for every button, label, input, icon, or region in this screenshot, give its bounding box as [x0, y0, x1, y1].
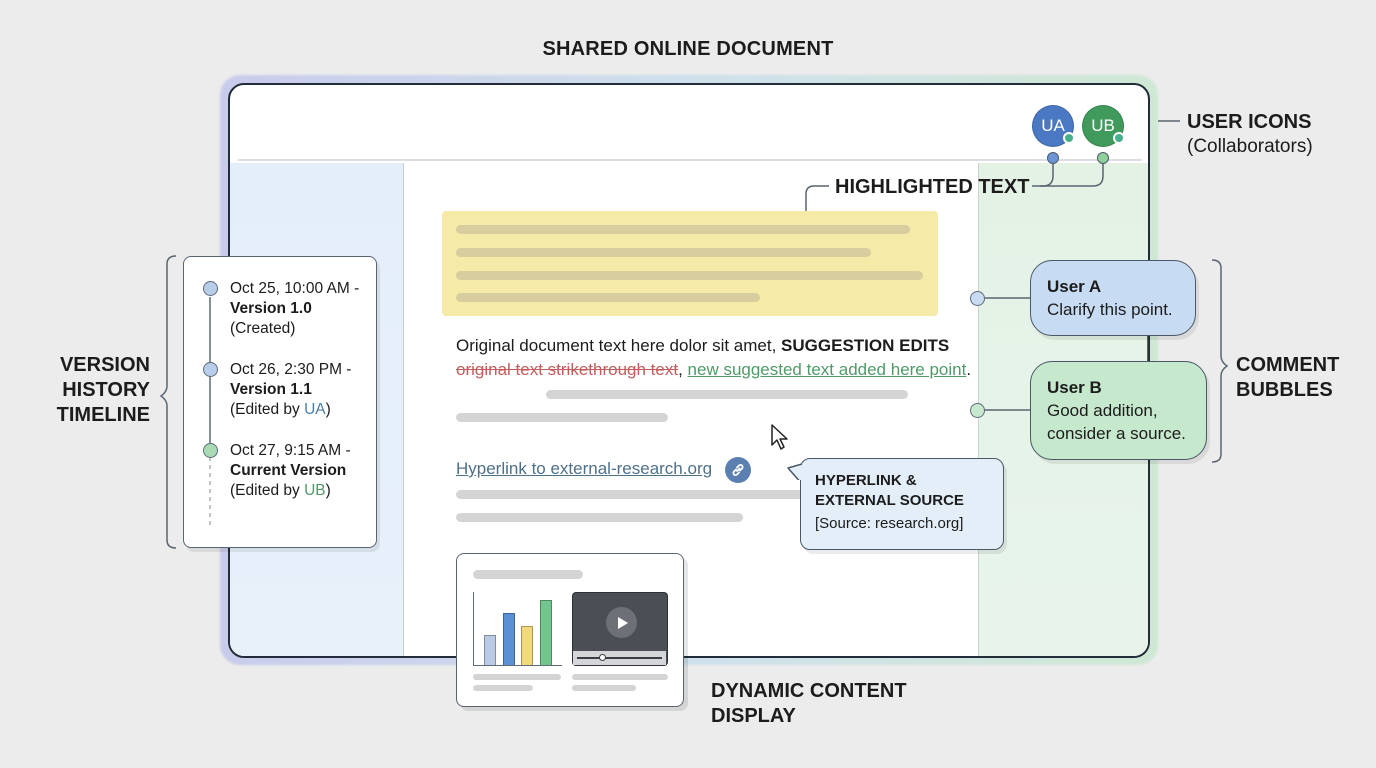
deleted-text[interactable]: original text strikethrough text — [456, 360, 679, 379]
label-line: DYNAMIC CONTENT — [711, 680, 907, 702]
placeholder-text-line — [473, 685, 533, 691]
version-entry-1[interactable]: Oct 25, 10:00 AM - Version 1.0 (Created) — [230, 279, 359, 339]
link-icon[interactable] — [725, 457, 751, 483]
note-text: (Edited by — [230, 401, 305, 418]
callout-pointer — [787, 463, 803, 480]
bar-chart-icon[interactable] — [473, 592, 562, 666]
play-icon[interactable] — [606, 607, 637, 638]
editor-initials: UA — [304, 401, 326, 418]
user-icons-sublabel: (Collaborators) — [1187, 136, 1313, 157]
hyperlink-callout: HYPERLINK & EXTERNAL SOURCE [Source: res… — [800, 458, 1004, 550]
placeholder-text-line — [456, 413, 668, 422]
version-node-icon[interactable] — [203, 443, 218, 458]
label-line: HISTORY — [62, 379, 150, 401]
highlighted-text-block[interactable] — [442, 211, 938, 316]
highlighted-line — [456, 271, 923, 280]
version-history-label: VERSION HISTORY TIMELINE — [40, 353, 150, 428]
video-player[interactable] — [572, 592, 668, 666]
placeholder-text-line — [473, 674, 561, 680]
comment-author: User A — [1047, 277, 1102, 296]
dynamic-content-label: DYNAMIC CONTENT DISPLAY — [711, 679, 907, 729]
callout-heading: EXTERNAL SOURCE — [815, 492, 964, 509]
highlighted-text-label: HIGHLIGHTED TEXT — [835, 176, 1030, 198]
suggestion-paragraph[interactable]: Original document text here dolor sit am… — [456, 334, 976, 382]
version-note: (Created) — [230, 320, 296, 337]
punctuation: . — [966, 360, 972, 379]
highlighted-line — [456, 293, 760, 302]
label-line: DISPLAY — [711, 705, 796, 727]
editor-initials: UB — [304, 482, 326, 499]
avatar-user-b[interactable]: UB — [1082, 105, 1125, 147]
avatar-initials: UA — [1041, 116, 1065, 135]
online-status-icon — [1113, 132, 1125, 144]
comment-bubble-user-b[interactable]: User B Good addition, consider a source. — [1030, 361, 1207, 460]
chart-bar — [540, 600, 552, 665]
video-progress-bar[interactable] — [573, 651, 666, 665]
note-text: ) — [325, 482, 331, 499]
online-status-icon — [1063, 132, 1075, 144]
document-toolbar — [238, 93, 1142, 161]
placeholder-title-line — [473, 570, 583, 579]
version-timestamp: Oct 25, 10:00 AM - — [230, 280, 360, 297]
comment-text: Good addition, — [1047, 401, 1158, 420]
version-timestamp: Oct 27, 9:15 AM - — [230, 442, 351, 459]
connector-pin-a — [1047, 152, 1059, 164]
version-node-icon[interactable] — [203, 281, 218, 296]
comment-anchor-icon[interactable] — [970, 291, 985, 306]
mouse-cursor-icon — [771, 424, 788, 450]
version-note: (Edited by UA) — [230, 400, 351, 420]
comment-anchor-icon[interactable] — [970, 403, 985, 418]
avatar-initials: UB — [1091, 116, 1115, 135]
diagram-title: SHARED ONLINE DOCUMENT — [542, 38, 834, 60]
highlighted-line — [456, 225, 910, 234]
user-icons-label: USER ICONS — [1187, 111, 1312, 133]
placeholder-text-line — [572, 674, 668, 680]
callout-source: [Source: research.org] — [815, 515, 964, 532]
comment-author: User B — [1047, 378, 1102, 397]
version-name: Version 1.1 — [230, 381, 312, 398]
version-node-icon[interactable] — [203, 362, 218, 377]
label-line: COMMENT — [1236, 354, 1340, 376]
version-entry-3[interactable]: Oct 27, 9:15 AM - Current Version (Edite… — [230, 441, 351, 501]
version-name: Version 1.0 — [230, 300, 312, 317]
chart-bar — [503, 613, 515, 665]
comment-bubbles-label: COMMENT BUBBLES — [1236, 353, 1339, 403]
label-line: VERSION — [59, 354, 150, 376]
placeholder-text-line — [456, 513, 743, 522]
version-entry-2[interactable]: Oct 26, 2:30 PM - Version 1.1 (Edited by… — [230, 360, 351, 420]
placeholder-text-line — [456, 490, 806, 499]
user-icons-annotation: USER ICONS (Collaborators) — [1187, 110, 1313, 159]
highlighted-line — [456, 248, 871, 257]
inserted-text[interactable]: new suggested text added here point — [687, 360, 967, 379]
placeholder-text-line — [546, 390, 908, 399]
connector-pin-b — [1097, 152, 1109, 164]
avatar-user-a[interactable]: UA — [1032, 105, 1075, 147]
chart-bar — [484, 635, 496, 665]
note-text: ) — [325, 401, 331, 418]
version-timestamp: Oct 26, 2:30 PM - — [230, 361, 352, 378]
comment-text: consider a source. — [1047, 424, 1186, 443]
comment-text: Clarify this point. — [1047, 300, 1173, 319]
comment-bubble-user-a[interactable]: User A Clarify this point. — [1030, 260, 1196, 336]
dynamic-content-card[interactable] — [456, 553, 684, 707]
label-line: TIMELINE — [56, 404, 150, 426]
callout-heading: HYPERLINK & — [815, 472, 917, 489]
version-history-panel: Oct 25, 10:00 AM - Version 1.0 (Created)… — [183, 256, 377, 548]
version-name: Current Version — [230, 462, 347, 479]
external-hyperlink[interactable]: Hyperlink to external-research.org — [456, 459, 713, 478]
placeholder-text-line — [572, 685, 636, 691]
label-line: BUBBLES — [1236, 379, 1333, 401]
version-note: (Edited by UB) — [230, 481, 351, 501]
note-text: (Edited by — [230, 482, 305, 499]
punctuation: , — [678, 360, 683, 379]
suggestion-edits-label: SUGGESTION EDITS — [781, 336, 950, 355]
chart-bar — [521, 626, 533, 665]
video-scrubber[interactable] — [599, 654, 606, 661]
original-text: Original document text here dolor sit am… — [456, 336, 782, 355]
